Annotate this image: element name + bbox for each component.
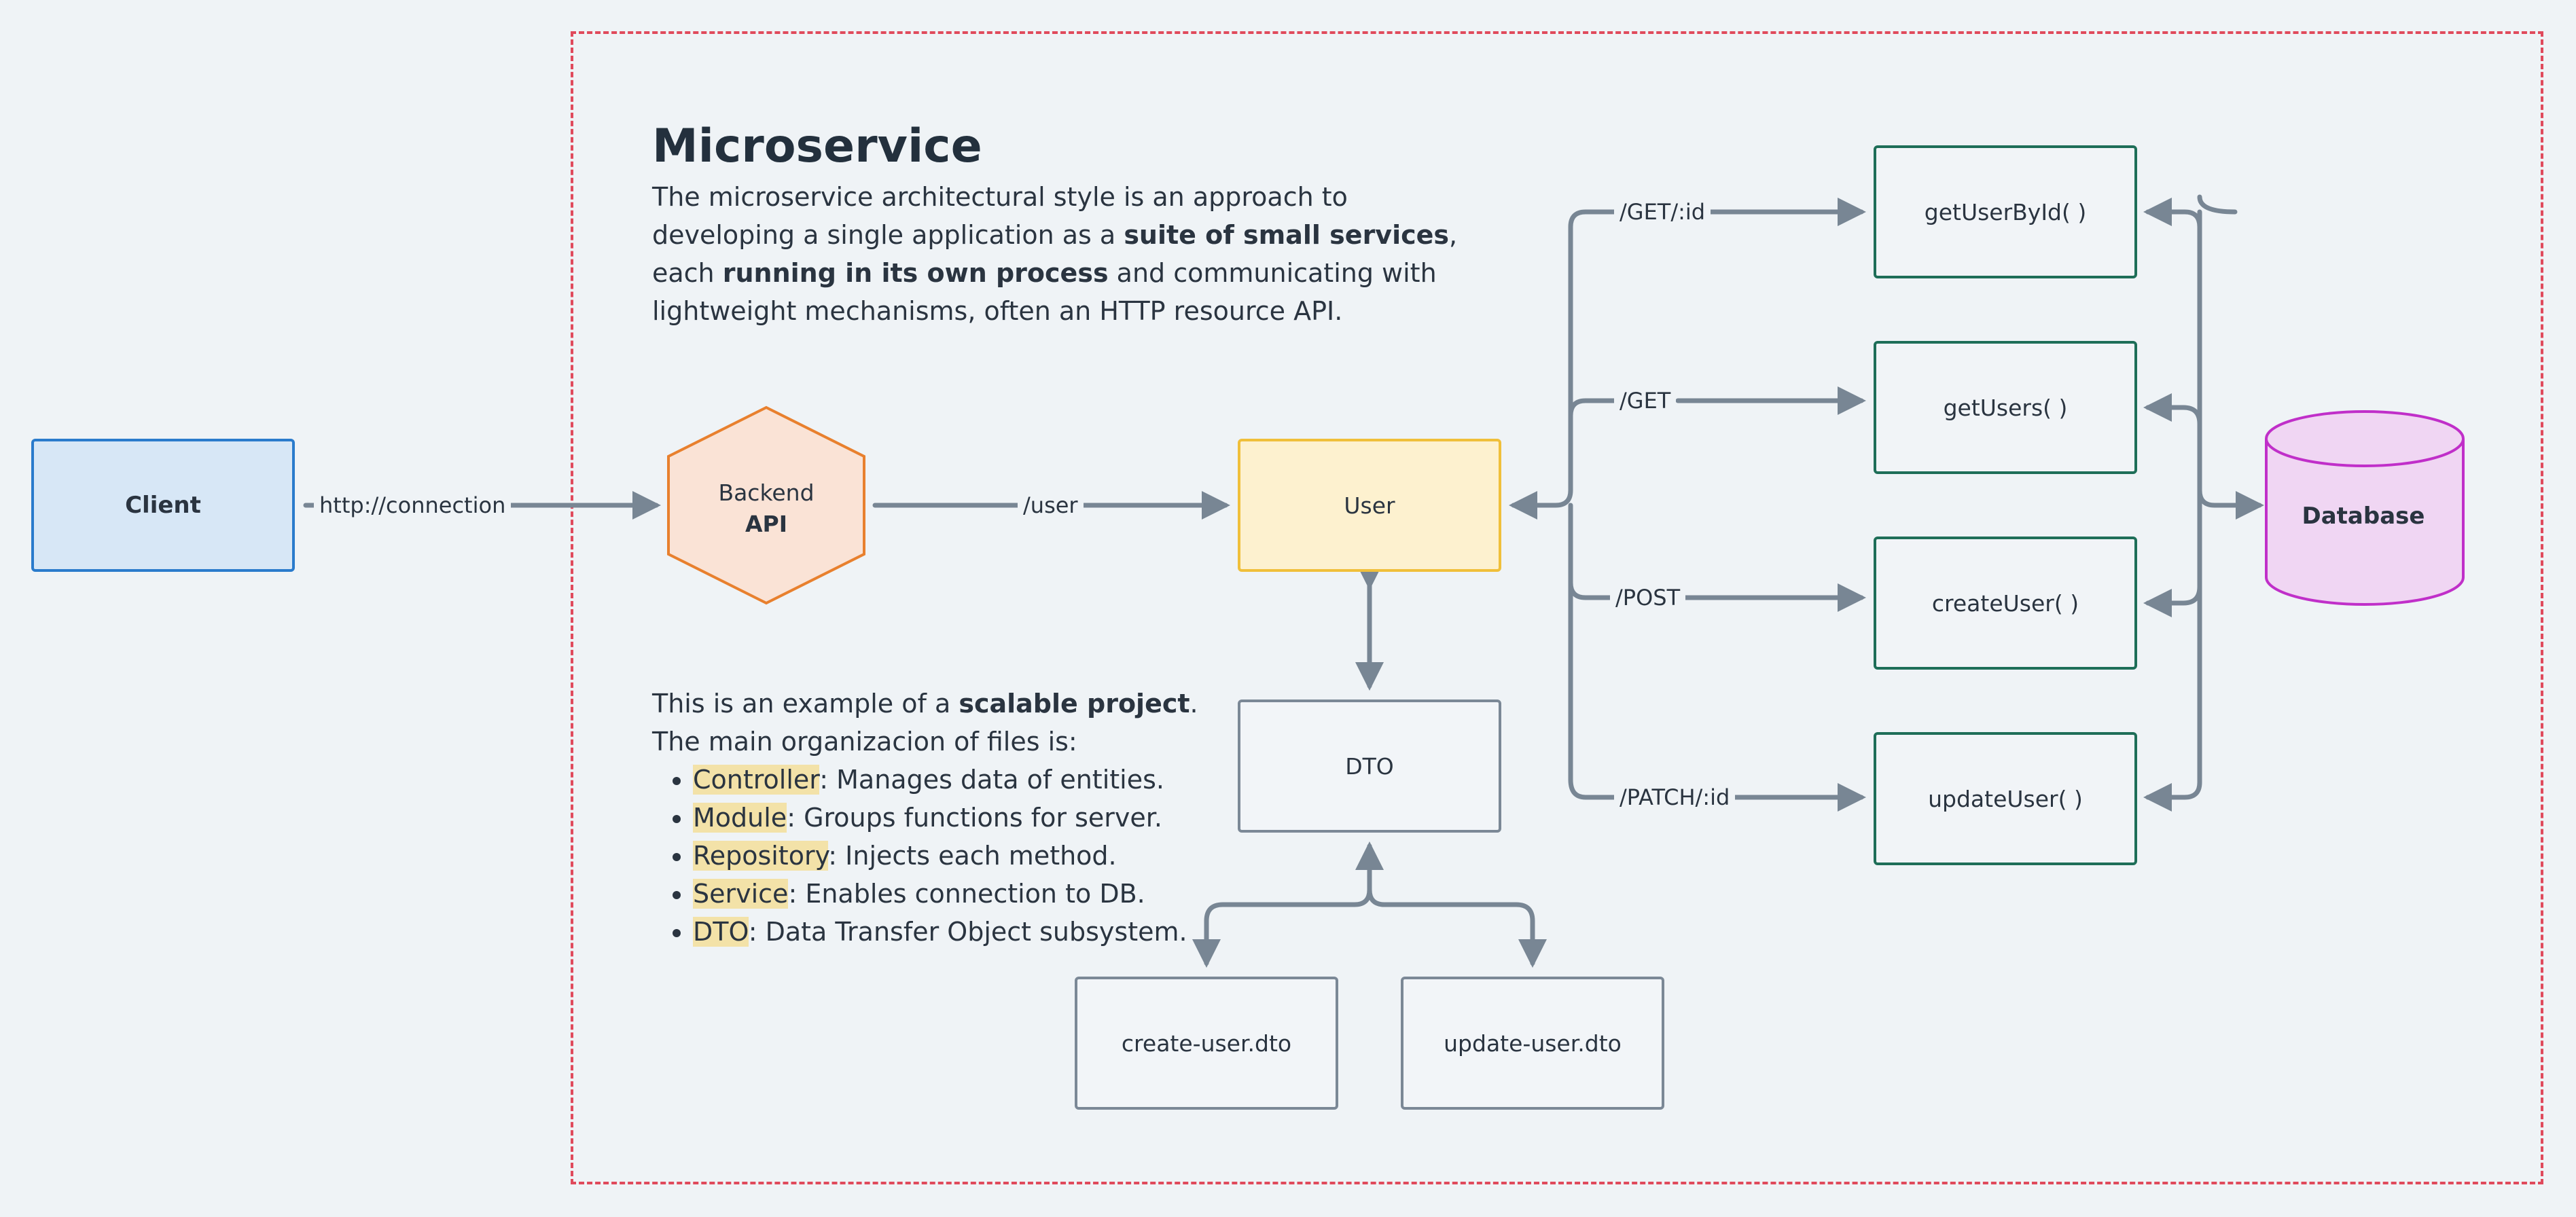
edge-user-functions — [1533, 209, 1620, 800]
get-user-by-id-node: getUserById( ) — [1874, 145, 2137, 278]
list-item: DTO: Data Transfer Object subsystem. — [693, 913, 1264, 951]
get-users-node: getUsers( ) — [1874, 341, 2137, 474]
list-item: Service: Enables connection to DB. — [693, 875, 1264, 913]
project-structure-note: This is an example of a scalable project… — [652, 685, 1264, 951]
desc-part-2: , each — [652, 220, 1458, 288]
database-label: Database — [2302, 503, 2425, 530]
backend-api-label: Backend API — [668, 471, 864, 546]
microservice-boundary — [571, 31, 2543, 1184]
update-user-node: updateUser( ) — [1874, 732, 2137, 865]
edge-dto-children — [1204, 843, 1535, 966]
file-organization-list: Controller: Manages data of entities. Mo… — [652, 761, 1264, 951]
backend-label-line1: Backend — [718, 479, 815, 506]
database-node — [2265, 410, 2465, 606]
client-node: Client — [31, 439, 295, 572]
desc-part-1: The microservice architectural style is … — [652, 182, 1348, 250]
edge-functions-database — [2145, 194, 2254, 800]
edge-label-patch: /PATCH/:id — [1614, 782, 1736, 812]
example-line-2: The main organizacion of files is: — [652, 727, 1077, 757]
diagram-description: The microservice architectural style is … — [652, 178, 1495, 330]
list-item: Module: Groups functions for server. — [693, 799, 1264, 837]
user-node: User — [1238, 439, 1501, 572]
edge-label-connection: http://connection — [314, 490, 512, 520]
diagram-title: Microservice — [652, 120, 982, 173]
edge-label-get-id: /GET/:id — [1614, 197, 1711, 227]
list-item: Repository: Injects each method. — [693, 837, 1264, 875]
edge-label-user: /user — [1018, 490, 1084, 520]
edge-label-get: /GET — [1614, 386, 1677, 416]
dto-node: DTO — [1238, 700, 1501, 833]
example-line-1: This is an example of a scalable project… — [652, 689, 1198, 719]
backend-label-line2: API — [745, 511, 787, 537]
edge-label-post: /POST — [1610, 583, 1686, 613]
update-user-dto-node: update-user.dto — [1401, 977, 1664, 1110]
create-user-node: createUser( ) — [1874, 537, 2137, 670]
desc-part-3: and communicating with lightweight mecha… — [652, 258, 1437, 326]
list-item: Controller: Manages data of entities. — [693, 761, 1264, 799]
create-user-dto-node: create-user.dto — [1075, 977, 1338, 1110]
backend-api-node — [667, 405, 865, 605]
desc-bold-1: suite of small services — [1124, 220, 1450, 250]
desc-bold-2: running in its own process — [722, 258, 1109, 288]
